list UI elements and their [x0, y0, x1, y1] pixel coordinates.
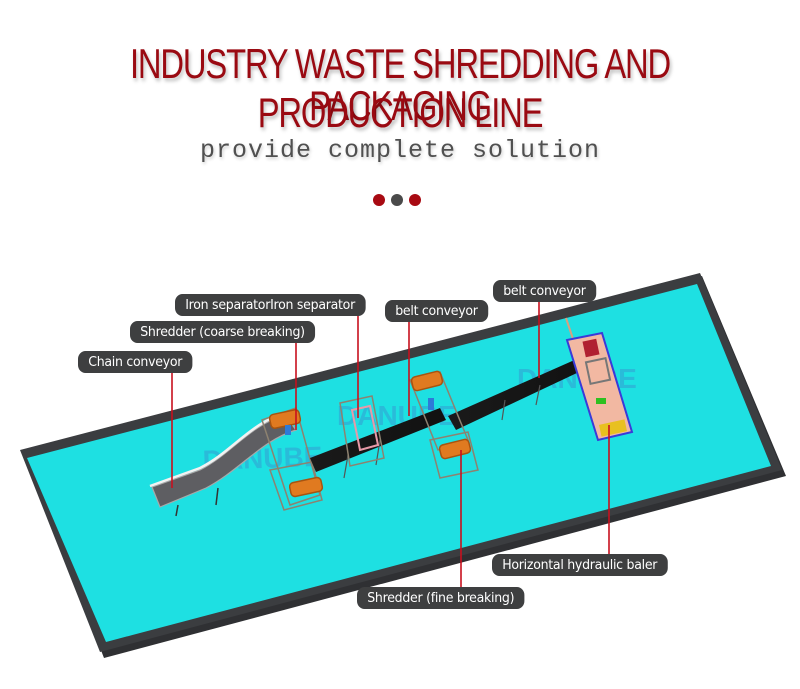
fine-shredder-machine: [408, 370, 479, 479]
page-subtitle: provide complete solution: [199, 136, 601, 165]
callout-horizontal-baler: Horizontal hydraulic baler: [492, 554, 668, 576]
coarse-shredder-machine: [261, 407, 324, 511]
hydraulic-baler-machine: [565, 317, 634, 442]
callout-iron-separator: Iron separatorIron separator: [175, 294, 366, 316]
belt-conveyor-segment-2: [448, 354, 596, 430]
shredder-motor: [288, 476, 324, 498]
callout-chain-conveyor: Chain conveyor: [78, 351, 193, 373]
callout-belt-conveyor-1: belt conveyor: [385, 300, 488, 322]
baler-hopper: [584, 356, 612, 386]
baler-body: [565, 331, 634, 442]
dot-red-2: [409, 194, 421, 206]
leg: [215, 487, 219, 506]
shredder-motor: [438, 438, 472, 460]
baler-bale-door: [599, 419, 627, 437]
dot-red-1: [373, 194, 385, 206]
leg: [175, 504, 179, 517]
shredder-motor: [410, 370, 444, 392]
iron-separator-machine: [339, 395, 385, 467]
motor-blue: [428, 398, 434, 410]
callout-shredder-fine: Shredder (fine breaking): [357, 587, 525, 609]
frame: [269, 461, 323, 511]
frame: [429, 431, 479, 479]
separator-magnet: [350, 404, 380, 452]
callout-belt-conveyor-2: belt conveyor: [493, 280, 596, 302]
callout-shredder-coarse: Shredder (coarse breaking): [130, 321, 316, 343]
dot-gray: [391, 194, 403, 206]
motor-blue: [285, 425, 291, 435]
belt-legs: [343, 384, 541, 479]
belt-conveyor-segment-1: [310, 408, 446, 472]
baler-oil-tank: [582, 338, 600, 358]
baler-motor: [596, 398, 606, 404]
page-title-line-2: PRODUCTION LINE: [257, 89, 544, 136]
page-title-line-1: INDUSTRY WASTE SHREDDING AND PACKAGING: [129, 40, 671, 129]
leader-lines: [171, 302, 610, 591]
decorative-dots: [373, 194, 421, 206]
frame: [339, 395, 385, 467]
